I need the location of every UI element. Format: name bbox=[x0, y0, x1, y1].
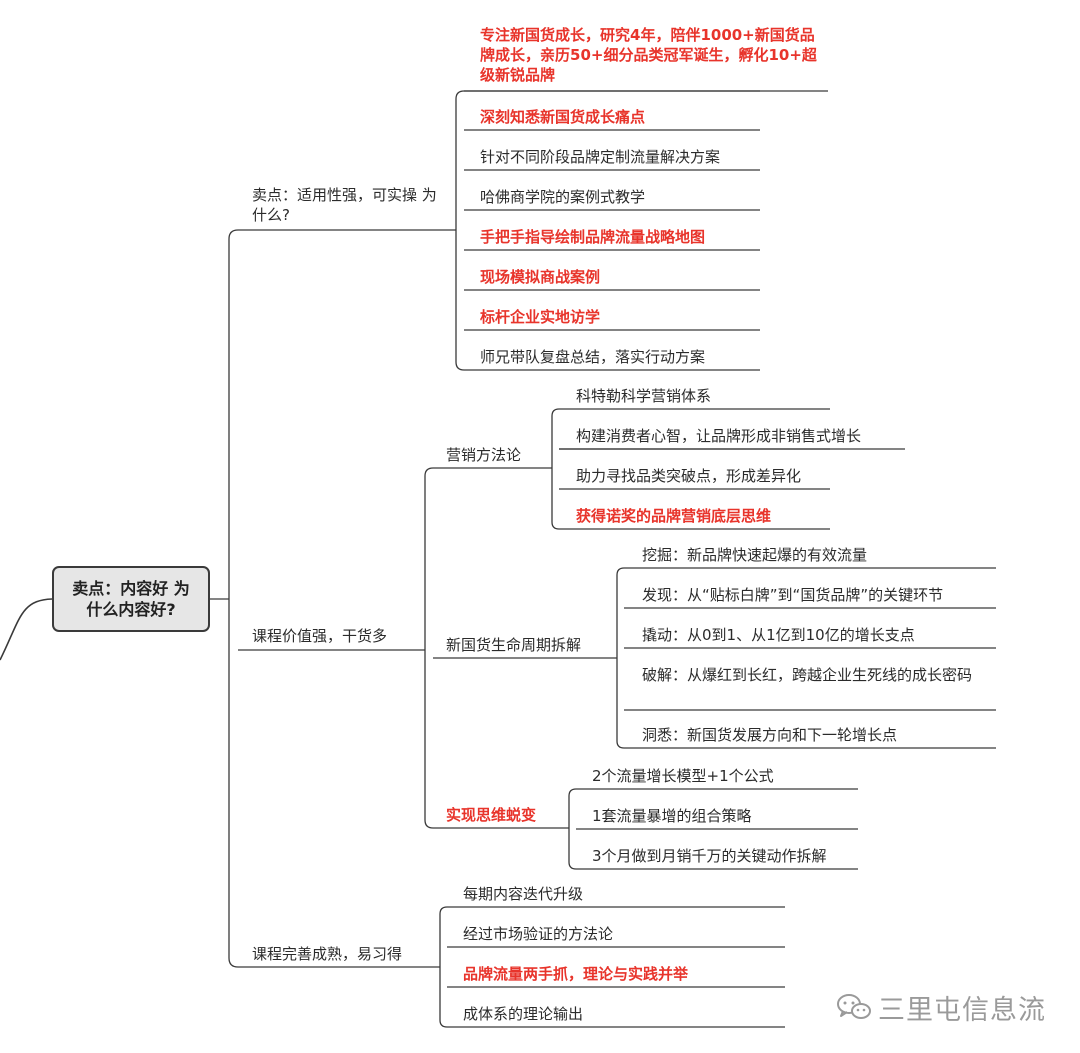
sub-mindset-shift[interactable]: 实现思维蜕变 bbox=[446, 806, 537, 824]
wechat-icon bbox=[837, 994, 871, 1019]
leaf-insight[interactable]: 洞悉：新国货发展方向和下一轮增长点 bbox=[642, 726, 898, 744]
leaf-focus-new-brands[interactable]: 专注新国货成长，研究4年，陪伴1000+新国货品牌成长，亲历50+细分品类冠军诞… bbox=[480, 26, 817, 84]
leaf-validated-method[interactable]: 经过市场验证的方法论 bbox=[463, 925, 614, 943]
leaf-custom-solutions[interactable]: 针对不同阶段品牌定制流量解决方案 bbox=[480, 148, 721, 166]
leaf-harvard-cases[interactable]: 哈佛商学院的案例式教学 bbox=[480, 188, 646, 206]
root-node[interactable]: 卖点：内容好 为什么内容好? bbox=[52, 566, 210, 632]
leaf-leverage[interactable]: 撬动：从0到1、从1亿到10亿的增长支点 bbox=[642, 626, 915, 644]
leaf-systematic-output[interactable]: 成体系的理论输出 bbox=[463, 1005, 584, 1023]
leaf-consumer-mind[interactable]: 构建消费者心智，让品牌形成非销售式增长 bbox=[576, 427, 862, 445]
leaf-combo-strategy[interactable]: 1套流量暴增的组合策略 bbox=[592, 807, 752, 825]
leaf-discover[interactable]: 发现：从“贴标白牌”到“国货品牌”的关键环节 bbox=[642, 586, 944, 604]
watermark: 三里屯信息流 bbox=[836, 987, 1056, 1027]
leaf-site-visits[interactable]: 标杆企业实地访学 bbox=[480, 308, 601, 326]
sub-lifecycle-breakdown[interactable]: 新国货生命周期拆解 bbox=[446, 636, 582, 654]
leaf-kotler-system[interactable]: 科特勒科学营销体系 bbox=[576, 387, 712, 405]
leaf-simulation[interactable]: 现场模拟商战案例 bbox=[480, 268, 601, 286]
leaf-growth-models[interactable]: 2个流量增长模型+1个公式 bbox=[592, 767, 774, 785]
watermark-text: 三里屯信息流 bbox=[878, 994, 1046, 1026]
leaf-key-actions[interactable]: 3个月做到月销千万的关键动作拆解 bbox=[592, 847, 827, 865]
leaf-strategy-map[interactable]: 手把手指导绘制品牌流量战略地图 bbox=[480, 228, 706, 246]
leaf-dig[interactable]: 挖掘：新品牌快速起爆的有效流量 bbox=[642, 546, 868, 564]
sub-marketing-methodology[interactable]: 营销方法论 bbox=[446, 446, 522, 464]
root-node-label: 卖点：内容好 为什么内容好? bbox=[72, 579, 190, 619]
leaf-pain-points[interactable]: 深刻知悉新国货成长痛点 bbox=[480, 108, 646, 126]
leaf-crack[interactable]: 破解：从爆红到长红，跨越企业生死线的成长密码 bbox=[642, 666, 973, 684]
leaf-theory-practice[interactable]: 品牌流量两手抓，理论与实践并举 bbox=[463, 965, 689, 983]
branch-applicability[interactable]: 卖点：适用性强，可实操 为什么? bbox=[252, 186, 437, 224]
branch-course-value[interactable]: 课程价值强，干货多 bbox=[252, 627, 388, 645]
branch-mature-course[interactable]: 课程完善成熟，易习得 bbox=[252, 945, 403, 963]
leaf-review-action[interactable]: 师兄带队复盘总结，落实行动方案 bbox=[480, 348, 706, 366]
leaf-iterated-content[interactable]: 每期内容迭代升级 bbox=[463, 885, 584, 903]
leaf-category-breakthrough[interactable]: 助力寻找品类突破点，形成差异化 bbox=[576, 467, 802, 485]
leaf-nobel-thinking[interactable]: 获得诺奖的品牌营销底层思维 bbox=[576, 507, 772, 525]
